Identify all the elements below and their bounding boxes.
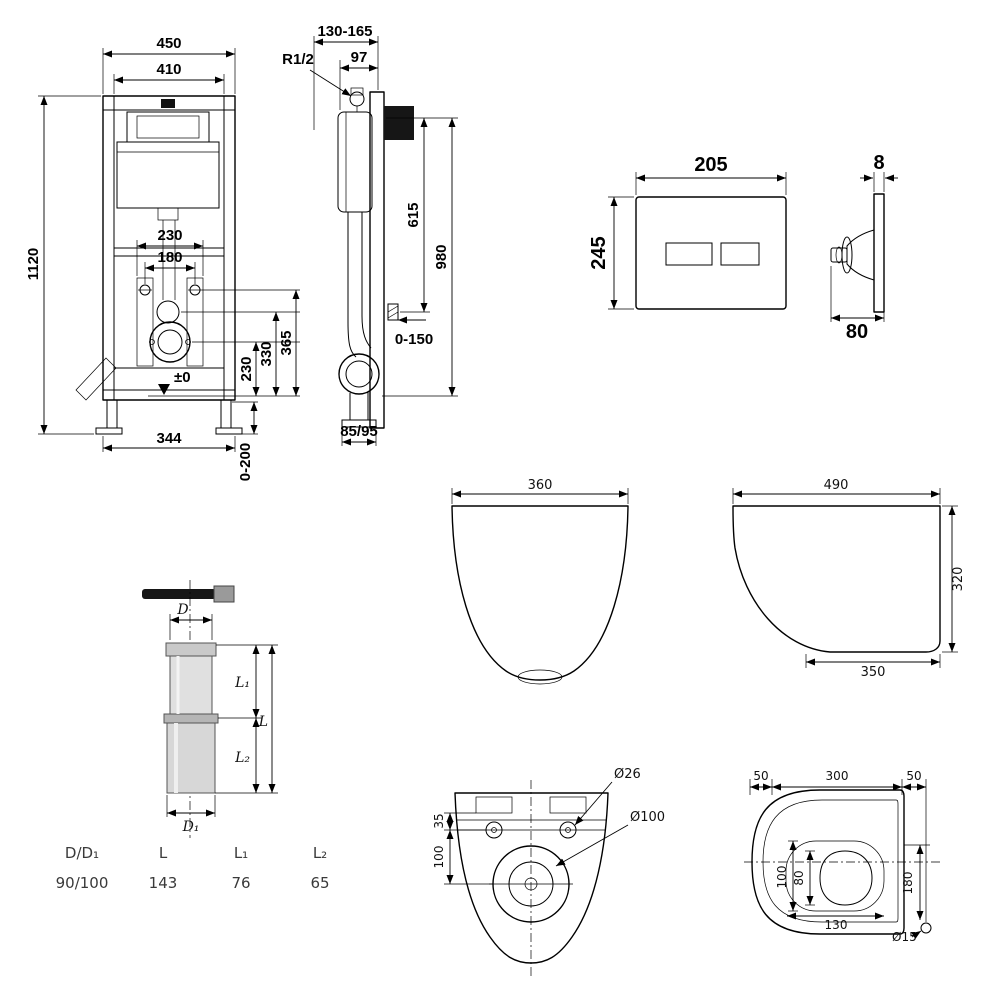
dim-130: 130 (825, 918, 848, 932)
bowl-side-view: 490 320 350 (732, 478, 966, 680)
table-header-l1: L₁ (234, 844, 248, 862)
dim-410: 410 (156, 61, 181, 78)
dim-50-right: 50 (906, 769, 921, 783)
bowl-front-view: 360 (451, 478, 629, 685)
outlet-flange (149, 321, 191, 363)
dim-100-bottom: 100 (432, 846, 446, 869)
bowl-opening (785, 840, 885, 912)
plate-profile (873, 193, 885, 313)
dim-450: 450 (156, 35, 181, 52)
table-value-l2: 65 (310, 874, 329, 892)
bowl-rim-inner (762, 799, 899, 923)
leg-left (106, 399, 118, 429)
dim-100-top: 100 (775, 866, 789, 889)
outlet-adjust-bracket (387, 303, 399, 321)
frame-front-view: 450 410 1120 230 180 230 330 365 ±0 344 … (25, 35, 300, 481)
dim-97: 97 (351, 49, 368, 66)
table-value-l: 143 (149, 874, 178, 892)
dim-330: 330 (258, 341, 275, 366)
dim-d26: Ø26 (614, 767, 641, 782)
table-header-l2: L₂ (313, 844, 327, 862)
dim-615: 615 (405, 202, 422, 227)
table-header-l: L (159, 844, 168, 862)
dim-180: 180 (901, 872, 915, 895)
bowl-top-outline (751, 789, 905, 935)
label-r12: R1/2 (282, 51, 314, 68)
bowl-bottom-view: 35 100 Ø26 Ø100 (432, 767, 665, 977)
flush-plate (635, 196, 787, 310)
flush-button-small (720, 242, 760, 266)
bowl-top-view: 50 300 50 180 100 80 130 Ø15 (744, 769, 940, 944)
dim-85-95: 85/95 (340, 423, 378, 440)
dim-360: 360 (528, 478, 553, 493)
r12-leader (309, 69, 352, 97)
dim-344: 344 (156, 430, 182, 447)
dim-8: 8 (873, 152, 884, 174)
dim-50-left: 50 (753, 769, 768, 783)
bowl-outlet (517, 669, 563, 685)
label-d: D (176, 602, 188, 618)
cistern-profile (337, 111, 373, 213)
table-value-dd1: 90/100 (56, 874, 109, 892)
wall-brace (75, 357, 117, 401)
inlet-circle (156, 300, 180, 324)
flush-plate-front: 205 245 (588, 154, 787, 310)
dim-0-200: 0-200 (237, 443, 254, 481)
mounting-hole-right (559, 821, 577, 839)
frame-side-view: 130-165 97 R1/2 615 980 0-150 85/95 (282, 23, 458, 446)
dim-980: 980 (433, 244, 450, 269)
dim-300: 300 (826, 769, 849, 783)
wall-bracket (384, 106, 414, 140)
flush-button-large (665, 242, 713, 266)
level-triangle (158, 384, 170, 395)
outlet-pipe-diagram: D L₁ L L₂ D₁ (142, 580, 278, 838)
dim-320: 320 (951, 567, 966, 592)
outlet-elbow (338, 353, 380, 395)
zero-level-label: ±0 (174, 369, 191, 386)
dim-1120: 1120 (25, 248, 42, 281)
dim-0-150: 0-150 (395, 331, 433, 348)
dim-d15: Ø15 (892, 930, 917, 944)
mounting-tab-right (549, 796, 587, 814)
dim-130-165: 130-165 (317, 23, 372, 40)
trapway-oval (819, 850, 873, 906)
dim-35: 35 (432, 813, 446, 828)
label-l2: L₂ (234, 750, 250, 766)
dim-245: 245 (588, 236, 610, 269)
inspection-box (126, 111, 210, 143)
pipe-dimensions-table: D/D₁ L L₁ L₂ 90/100 143 76 65 (56, 844, 330, 892)
foot-plate (341, 419, 377, 428)
plate-mechanism (846, 229, 875, 281)
water-connection (349, 91, 365, 107)
mounting-tab-left (475, 796, 513, 814)
label-d1: D₁ (182, 819, 200, 835)
frame-outline (102, 95, 236, 401)
fixing-hole (920, 922, 932, 934)
pipe-upper-body (169, 655, 213, 715)
dim-d100: Ø100 (630, 810, 665, 825)
leg-right (220, 399, 232, 429)
dim-350: 350 (861, 665, 886, 680)
inlet-pipe (142, 589, 216, 599)
dim-230-width: 230 (157, 227, 182, 244)
label-l1: L₁ (234, 675, 250, 691)
dim-80-top: 80 (792, 870, 806, 885)
dim-230-height: 230 (238, 356, 255, 381)
table-value-l1: 76 (231, 874, 250, 892)
pipe-socket (165, 642, 217, 657)
label-l: L (258, 714, 268, 730)
pipe-ring (163, 713, 219, 724)
bowl-front-outline (451, 505, 629, 681)
dim-365: 365 (278, 330, 295, 355)
frame-rail-profile (369, 91, 385, 429)
bowl-side-outline (732, 505, 941, 653)
dim-180: 180 (157, 249, 182, 266)
dim-80: 80 (846, 321, 868, 343)
dim-205: 205 (694, 154, 727, 176)
table-header-dd1: D/D₁ (65, 844, 99, 862)
flush-plate-side: 8 80 (830, 152, 898, 343)
dim-490: 490 (824, 478, 849, 493)
pipe-fitting (213, 585, 235, 603)
